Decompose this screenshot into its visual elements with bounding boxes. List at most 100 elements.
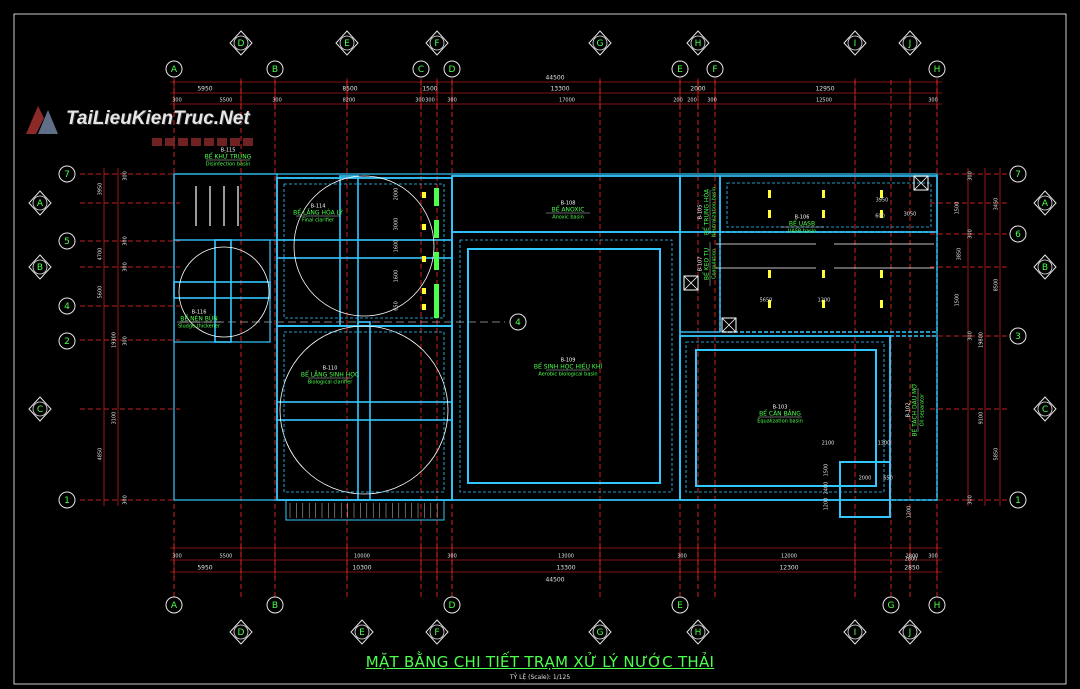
grid-bubble-right-B-label: B xyxy=(1042,263,1048,273)
x-box-icon xyxy=(721,317,737,333)
grid-bubble-bottom-D-label: D xyxy=(238,628,245,638)
grid-bubble-bottom-H-label: H xyxy=(695,628,702,638)
grid-bubble-top-B: B xyxy=(266,60,284,78)
dim-inner: 1200 xyxy=(907,506,913,519)
dim-right-tick: 300 xyxy=(968,171,974,181)
dim-left-outer: 5600 xyxy=(98,286,104,299)
dim-inner: 2100 xyxy=(822,441,835,447)
grid-bubble-center-4-label: 4 xyxy=(515,318,521,328)
tank-code: B-114 xyxy=(311,204,326,210)
equipment-mark xyxy=(822,190,825,198)
dim-top-row1: 13300 xyxy=(550,86,569,93)
tank-code: B-102 xyxy=(906,403,912,418)
dim-top-row2: 300 xyxy=(928,98,938,104)
dim-bottom-row2: 10300 xyxy=(352,565,371,572)
tank-name-en: Aerobic biological basin xyxy=(538,372,597,378)
coag-basin xyxy=(679,231,721,333)
grid-bubble-bottom-E-label: E xyxy=(677,601,683,611)
x-box-icon xyxy=(913,175,929,191)
dim-top-row2: 200 xyxy=(673,98,683,104)
grid-bubble-top-C: C xyxy=(412,60,430,78)
dim-inner: 1600 xyxy=(394,240,400,253)
beam xyxy=(276,401,453,421)
dim-left-inner: 3100 xyxy=(112,412,118,425)
grid-bubble-left-B: B xyxy=(28,254,52,280)
grid-bubble-right-7-label: 7 xyxy=(1015,170,1021,180)
watermark-bars xyxy=(152,138,272,146)
equipment-mark xyxy=(434,284,439,302)
scale-note: TỶ LỆ (Scale): 1/125 xyxy=(509,674,571,681)
dim-left-tick: 300 xyxy=(123,236,129,246)
dim-inner: 5650 xyxy=(760,298,773,304)
dim-left-tick: 300 xyxy=(123,495,129,505)
dim-right-outer: 8500 xyxy=(994,279,1000,292)
dim-bottom-row1: 300 xyxy=(928,554,938,560)
grid-bubble-left-C: C xyxy=(28,396,52,422)
tank-name-en: Biological clarifier xyxy=(308,380,354,386)
dim-top-row2: 300 xyxy=(707,98,717,104)
dim-top-row2: 300 xyxy=(272,98,282,104)
tank-name: BỂ LẮNG SINH HỌC xyxy=(301,371,359,379)
dim-inner: 600 xyxy=(875,214,885,220)
dim-inner: 1300 xyxy=(878,441,891,447)
dim-top-row2: 5500 xyxy=(220,98,233,104)
dim-inner: 2800 xyxy=(905,557,918,563)
dim-left-outer: 3950 xyxy=(98,183,104,196)
tank-name-en: Oil separator xyxy=(920,393,926,426)
grid-bubble-right-3: 3 xyxy=(1009,327,1027,345)
beam xyxy=(173,281,271,299)
grid-bubble-left-1: 1 xyxy=(58,491,76,509)
grid-bubble-right-A-label: A xyxy=(1042,199,1049,209)
grid-bubble-top-H: H xyxy=(686,30,710,56)
grid-bubble-bottom-G-label: G xyxy=(597,628,604,638)
drawing-title: MẶT BẰNG CHI TIẾT TRẠM XỬ LÝ NƯỚC THẢI xyxy=(365,653,715,671)
tank-name-en: Disinfection basin xyxy=(206,162,251,168)
thickener-circle xyxy=(178,246,270,338)
dim-bottom-row1: 10000 xyxy=(354,554,370,560)
watermark: TaiLieuKienTruc.Net xyxy=(22,100,272,160)
grid-bubble-right-7: 7 xyxy=(1009,165,1027,183)
equipment-mark xyxy=(434,188,439,206)
grid-bubble-bottom-F-label: F xyxy=(434,628,439,638)
tank-name: BỂ KEO TỤ xyxy=(703,248,711,280)
grid-bubble-bottom-J: J xyxy=(898,619,922,645)
grid-bubble-top-A-label: A xyxy=(171,65,178,75)
watermark-logo-icon xyxy=(26,106,58,134)
grid-bubble-left-7: 7 xyxy=(58,165,76,183)
grid-bubble-bottom-G-label: G xyxy=(888,601,895,611)
equipment-mark xyxy=(822,270,825,278)
grid-bubble-bottom-I-label: I xyxy=(854,628,857,638)
grid-bubble-left-5-label: 5 xyxy=(64,237,70,247)
dim-inner: 3050 xyxy=(904,212,917,218)
dim-inner: 1500 xyxy=(955,294,961,307)
tank-name: BỂ TÁCH DẦU MỠ xyxy=(911,383,919,436)
equipment-mark xyxy=(422,256,426,262)
dashed-outline xyxy=(283,183,445,319)
x-box-icon xyxy=(913,175,929,191)
dim-bottom-row1: 300 xyxy=(677,554,687,560)
equipment-mark xyxy=(422,224,426,230)
grid-bubble-top-G: G xyxy=(588,30,612,56)
grid-bubble-top-H: H xyxy=(928,60,946,78)
dim-top-row2: 8200 xyxy=(343,98,356,104)
grid-bubble-top-F-label: F xyxy=(712,65,717,75)
tank-code: B-115 xyxy=(221,148,236,154)
beam xyxy=(357,321,371,501)
dimension-lines xyxy=(103,78,1001,578)
dim-top-row2: 12500 xyxy=(816,98,832,104)
dim-top-row1: 12950 xyxy=(815,86,834,93)
dim-bottom-row1: 13000 xyxy=(558,554,574,560)
dim-bottom-row1: 2800 xyxy=(906,554,919,560)
grid-bubble-bottom-E: E xyxy=(671,596,689,614)
dim-right-inner: 9100 xyxy=(979,412,985,425)
tank-details xyxy=(195,175,934,518)
tank-name: BỂ TRUNG HÒA xyxy=(703,188,711,235)
grid-bubble-bottom-B: B xyxy=(266,596,284,614)
dim-top-row1: 5950 xyxy=(197,86,212,93)
x-box-icon xyxy=(721,317,737,333)
